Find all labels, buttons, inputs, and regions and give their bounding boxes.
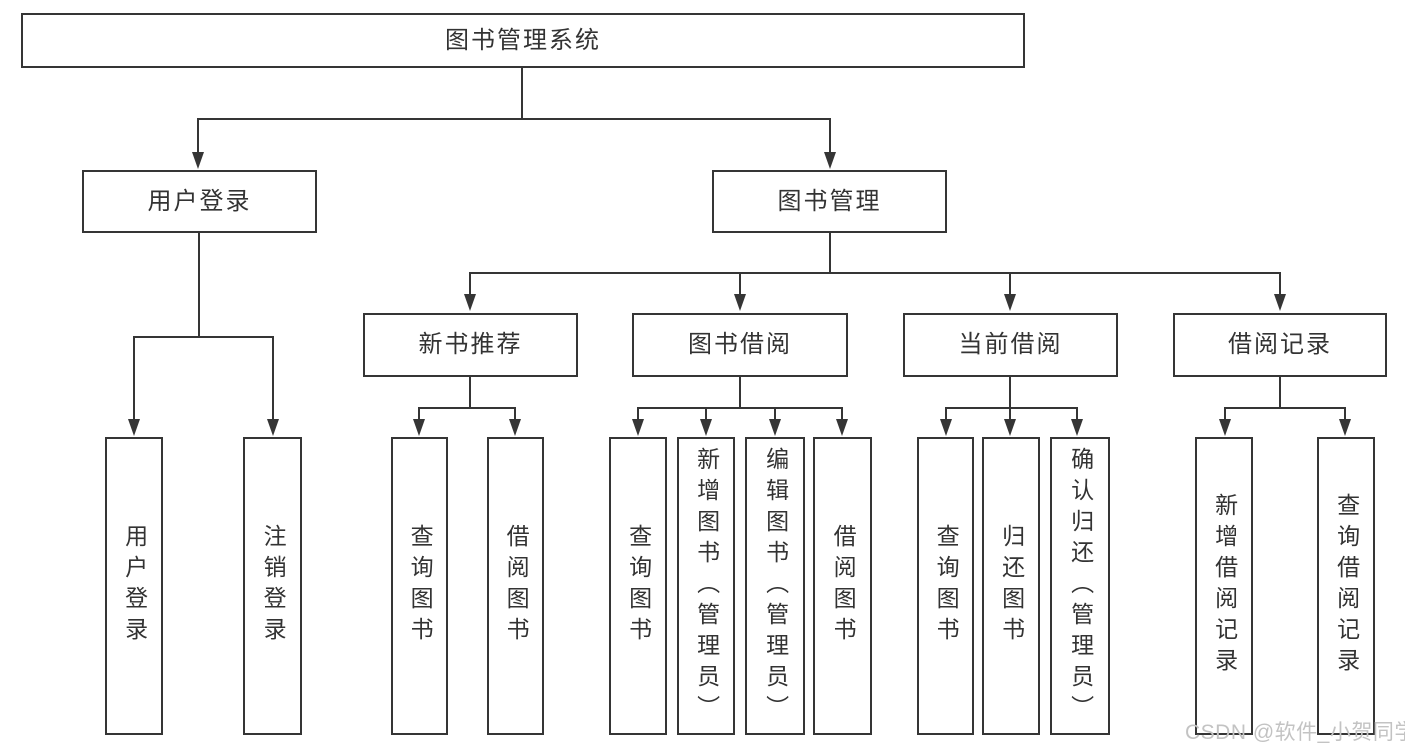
- leaf-current-search: 查询图书: [917, 437, 974, 735]
- connector-line: [829, 118, 831, 154]
- leaf-records-add: 新增借阅记录: [1195, 437, 1253, 735]
- leaf-current-return-label: 归还图书: [998, 524, 1025, 648]
- connector-line: [637, 407, 843, 409]
- connector-line: [133, 336, 135, 420]
- arrowhead-icon: [509, 419, 521, 436]
- leaf-newbooks-borrow: 借阅图书: [487, 437, 544, 735]
- node-current: 当前借阅: [903, 313, 1118, 377]
- arrowhead-icon: [940, 419, 952, 436]
- connector-line: [774, 407, 776, 420]
- leaf-borrow-search-label: 查询图书: [625, 524, 652, 648]
- arrowhead-icon: [632, 419, 644, 436]
- leaf-borrow-borrow: 借阅图书: [813, 437, 872, 735]
- node-borrow-label: 图书借阅: [688, 331, 792, 358]
- node-current-label: 当前借阅: [958, 331, 1063, 358]
- connector-line: [945, 407, 1078, 409]
- arrowhead-icon: [413, 419, 425, 436]
- connector-line: [1279, 377, 1281, 407]
- node-user-login-label: 用户登录: [147, 187, 252, 215]
- arrowhead-icon: [192, 152, 204, 169]
- connector-line: [469, 377, 471, 407]
- node-records-label: 借阅记录: [1228, 331, 1332, 358]
- node-new-books-label: 新书推荐: [418, 331, 523, 358]
- connector-line: [1076, 407, 1078, 420]
- arrowhead-icon: [1274, 294, 1286, 311]
- connector-line: [739, 272, 741, 295]
- arrowhead-icon: [700, 419, 712, 436]
- connector-line: [197, 118, 831, 120]
- arrowhead-icon: [824, 152, 836, 169]
- leaf-borrow-edit: 编辑图书（管理员）: [745, 437, 805, 735]
- connector-line: [1009, 377, 1011, 407]
- arrowhead-icon: [836, 419, 848, 436]
- connector-line: [272, 336, 274, 420]
- connector-line: [418, 407, 420, 420]
- node-records: 借阅记录: [1173, 313, 1387, 377]
- leaf-borrow-edit-label: 编辑图书（管理员）: [762, 446, 789, 726]
- leaf-newbooks-search: 查询图书: [391, 437, 448, 735]
- leaf-user-login: 用户登录: [105, 437, 163, 735]
- leaf-records-search: 查询借阅记录: [1317, 437, 1375, 735]
- leaf-user-login-label: 用户登录: [121, 524, 148, 648]
- connector-line: [133, 336, 274, 338]
- leaf-current-search-label: 查询图书: [933, 524, 960, 648]
- leaf-current-confirm-label: 确认归还（管理员）: [1067, 446, 1094, 726]
- leaf-current-return: 归还图书: [982, 437, 1040, 735]
- arrowhead-icon: [1339, 419, 1351, 436]
- connector-line: [198, 233, 200, 336]
- connector-line: [1224, 407, 1345, 409]
- connector-line: [469, 272, 1281, 274]
- connector-line: [1344, 407, 1346, 420]
- leaf-borrow-borrow-label: 借阅图书: [830, 524, 857, 648]
- leaf-records-add-label: 新增借阅记录: [1211, 493, 1238, 679]
- arrowhead-icon: [464, 294, 476, 311]
- arrowhead-icon: [1071, 419, 1083, 436]
- arrowhead-icon: [1004, 294, 1016, 311]
- connector-line: [705, 407, 707, 420]
- arrowhead-icon: [1219, 419, 1231, 436]
- connector-line: [1279, 272, 1281, 295]
- arrowhead-icon: [267, 419, 279, 436]
- node-book-mgmt-label: 图书管理: [777, 187, 882, 215]
- connector-line: [739, 377, 741, 407]
- leaf-borrow-add: 新增图书（管理员）: [677, 437, 735, 735]
- leaf-logout-label: 注销登录: [260, 524, 287, 648]
- watermark: CSDN @软件_小贺同学: [1185, 721, 1405, 744]
- connector-line: [197, 118, 199, 154]
- connector-line: [1009, 272, 1011, 295]
- leaf-records-search-label: 查询借阅记录: [1333, 493, 1360, 679]
- connector-line: [514, 407, 516, 420]
- connector-line: [1224, 407, 1226, 420]
- arrowhead-icon: [769, 419, 781, 436]
- arrowhead-icon: [734, 294, 746, 311]
- connector-line: [469, 272, 471, 295]
- leaf-borrow-add-label: 新增图书（管理员）: [693, 446, 720, 726]
- connector-line: [521, 68, 523, 118]
- connector-line: [841, 407, 843, 420]
- leaf-logout: 注销登录: [243, 437, 302, 735]
- node-root-label: 图书管理系统: [445, 26, 601, 54]
- node-new-books: 新书推荐: [363, 313, 578, 377]
- arrowhead-icon: [128, 419, 140, 436]
- leaf-current-confirm: 确认归还（管理员）: [1050, 437, 1110, 735]
- arrowhead-icon: [1004, 419, 1016, 436]
- connector-line: [637, 407, 639, 420]
- connector-line: [1009, 407, 1011, 420]
- leaf-borrow-search: 查询图书: [609, 437, 667, 735]
- node-user-login: 用户登录: [82, 170, 317, 233]
- leaf-newbooks-borrow-label: 借阅图书: [503, 524, 530, 648]
- connector-line: [829, 233, 831, 272]
- connector-line: [945, 407, 947, 420]
- connector-line: [418, 407, 516, 409]
- node-borrow: 图书借阅: [632, 313, 848, 377]
- node-root: 图书管理系统: [21, 13, 1025, 68]
- leaf-newbooks-search-label: 查询图书: [407, 524, 434, 648]
- node-book-mgmt: 图书管理: [712, 170, 947, 233]
